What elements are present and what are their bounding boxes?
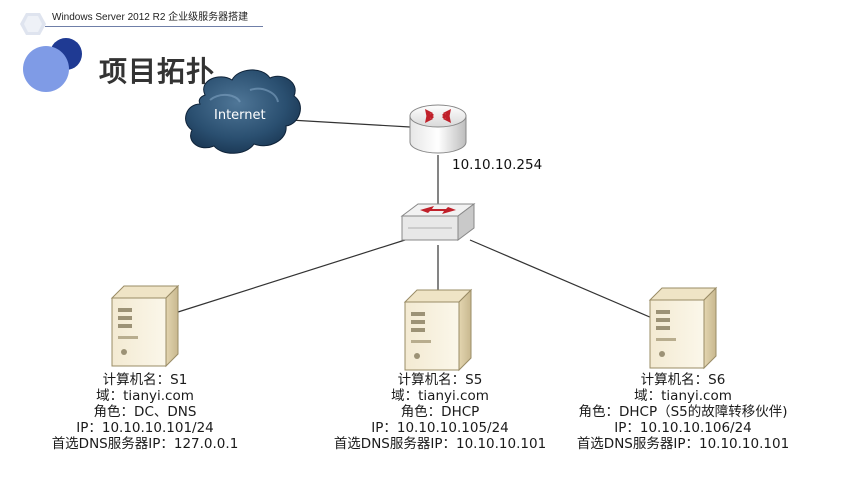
link-switch-s6 xyxy=(469,239,653,319)
server-ip: IP：10.10.10.106/24 xyxy=(614,420,752,436)
server-role: 角色：DC、DNS xyxy=(93,404,197,420)
header-divider xyxy=(45,26,263,27)
server-dns: 首选DNS服务器IP：10.10.10.101 xyxy=(576,436,790,452)
server-dns: 首选DNS服务器IP：10.10.10.101 xyxy=(333,436,547,452)
title-decoration-icon xyxy=(23,38,82,92)
server-s1-icon xyxy=(110,284,180,368)
server-name: 计算机名：S6 xyxy=(640,372,726,388)
server-role: 角色：DHCP（S5的故障转移伙伴) xyxy=(578,404,788,420)
network-links xyxy=(177,119,653,319)
server-s5-icon xyxy=(403,288,473,372)
router-icon xyxy=(409,104,467,154)
header-bar: Windows Server 2012 R2 企业级服务器搭建 xyxy=(0,0,860,35)
server-s1-info: 计算机名：S1 域：tianyi.com 角色：DC、DNS IP：10.10.… xyxy=(40,372,250,452)
server-s5-info: 计算机名：S5 域：tianyi.com 角色：DHCP IP：10.10.10… xyxy=(325,372,555,452)
server-ip: IP：10.10.10.101/24 xyxy=(76,420,214,436)
server-name: 计算机名：S1 xyxy=(102,372,188,388)
router-ip-label: 10.10.10.254 xyxy=(452,157,543,173)
link-switch-s1 xyxy=(177,239,406,313)
internet-label: Internet xyxy=(214,108,266,123)
switch-icon xyxy=(400,203,476,241)
server-domain: 域：tianyi.com xyxy=(391,388,489,404)
hexagon-logo-icon xyxy=(20,13,46,35)
server-ip: IP：10.10.10.105/24 xyxy=(371,420,509,436)
server-s6-info: 计算机名：S6 域：tianyi.com 角色：DHCP（S5的故障转移伙伴) … xyxy=(558,372,808,452)
server-name: 计算机名：S5 xyxy=(397,372,483,388)
server-domain: 域：tianyi.com xyxy=(634,388,732,404)
internet-cloud-icon xyxy=(185,69,301,154)
server-role: 角色：DHCP xyxy=(400,404,480,420)
server-s6-icon xyxy=(648,286,718,370)
link-internet-router xyxy=(289,119,411,128)
header-title: Windows Server 2012 R2 企业级服务器搭建 xyxy=(52,12,249,23)
server-dns: 首选DNS服务器IP：127.0.0.1 xyxy=(51,436,239,452)
server-domain: 域：tianyi.com xyxy=(96,388,194,404)
page-title: 项目拓扑 xyxy=(99,55,216,88)
